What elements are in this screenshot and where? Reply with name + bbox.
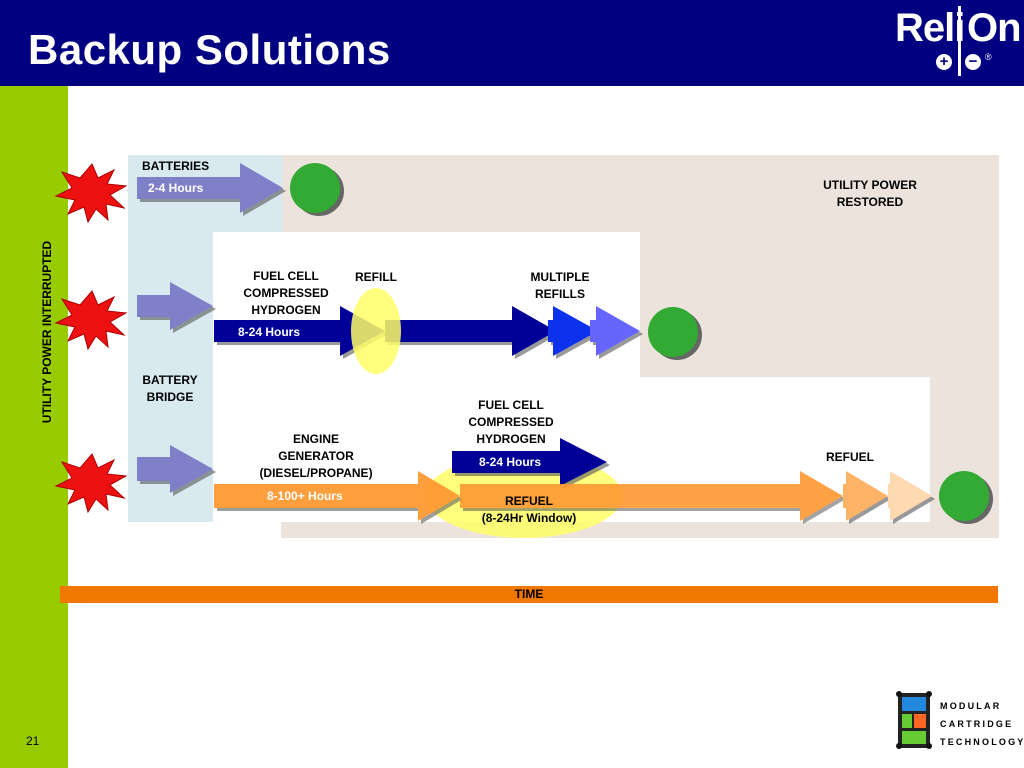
- engine-generator-label: ENGINE GENERATOR (DIESEL/PROPANE): [259, 432, 373, 480]
- generator-arrow: [460, 471, 843, 521]
- modular-cartridge-logo-text: MODULAR CARTRIDGE TECHNOLOGY: [940, 701, 1024, 747]
- slide-title: Backup Solutions: [28, 26, 391, 73]
- fuel-cell-label: FUEL CELL COMPRESSED HYDROGEN: [468, 398, 554, 446]
- refill-highlight: [351, 288, 401, 374]
- logo-minus-icon: −: [965, 54, 981, 70]
- logo-plus-icon: +: [936, 54, 952, 70]
- battery-bridge-label: BATTERY BRIDGE: [142, 373, 198, 404]
- refuel-arrow: [888, 471, 932, 521]
- multiple-refills-label: MULTIPLE REFILLS: [530, 270, 590, 301]
- sidebar-band: [0, 86, 68, 768]
- fuel-cell-arrow: [452, 438, 607, 486]
- page-number: 21: [26, 734, 40, 748]
- generator-arrow: [214, 471, 460, 521]
- logo-text-left: Reli: [895, 6, 965, 50]
- header-bar: [0, 0, 1024, 86]
- refill-arrow: [590, 306, 640, 356]
- power-restored-dot: [939, 471, 989, 521]
- time-axis-label: TIME: [514, 587, 544, 601]
- refuel-arrow: [843, 471, 888, 521]
- power-outage-burst-icon: [54, 453, 128, 514]
- refill-label: REFILL: [355, 270, 397, 284]
- time-axis-bar: [60, 586, 998, 603]
- power-restored-dot: [648, 307, 698, 357]
- battery-arrow: [137, 445, 213, 493]
- refuel-label: REFUEL: [826, 450, 874, 464]
- utility-restored-label: UTILITY POWER RESTORED: [823, 178, 917, 209]
- battery-arrow: [137, 163, 283, 213]
- relion-logo: Reli On + − ®: [890, 0, 1022, 86]
- power-outage-burst-icon: [54, 163, 128, 224]
- modular-cartridge-logo-icon: [896, 691, 932, 749]
- power-restored-dot: [290, 163, 340, 213]
- fuel-cell-label: FUEL CELL COMPRESSED HYDROGEN: [243, 269, 329, 317]
- logo-registered-mark: ®: [985, 52, 992, 62]
- batteries-hours-label: 2-4 Hours: [148, 181, 204, 195]
- refuel-window-label: REFUEL (8-24Hr Window): [481, 494, 577, 525]
- engine-hours-label: 8-100+ Hours: [267, 489, 343, 503]
- logo-divider: [958, 6, 961, 76]
- fuel-cell-hours-label: 8-24 Hours: [479, 455, 542, 469]
- power-outage-burst-icon: [54, 290, 128, 351]
- fuel-cell-arrow: [214, 306, 385, 356]
- battery-arrow: [137, 282, 213, 330]
- logo-text-right: On: [967, 6, 1022, 50]
- refill-arrow: [385, 306, 556, 356]
- refill-arrow: [548, 306, 598, 356]
- fuel-cell-hours-label: 8-24 Hours: [238, 325, 301, 339]
- batteries-label: BATTERIES: [142, 159, 210, 173]
